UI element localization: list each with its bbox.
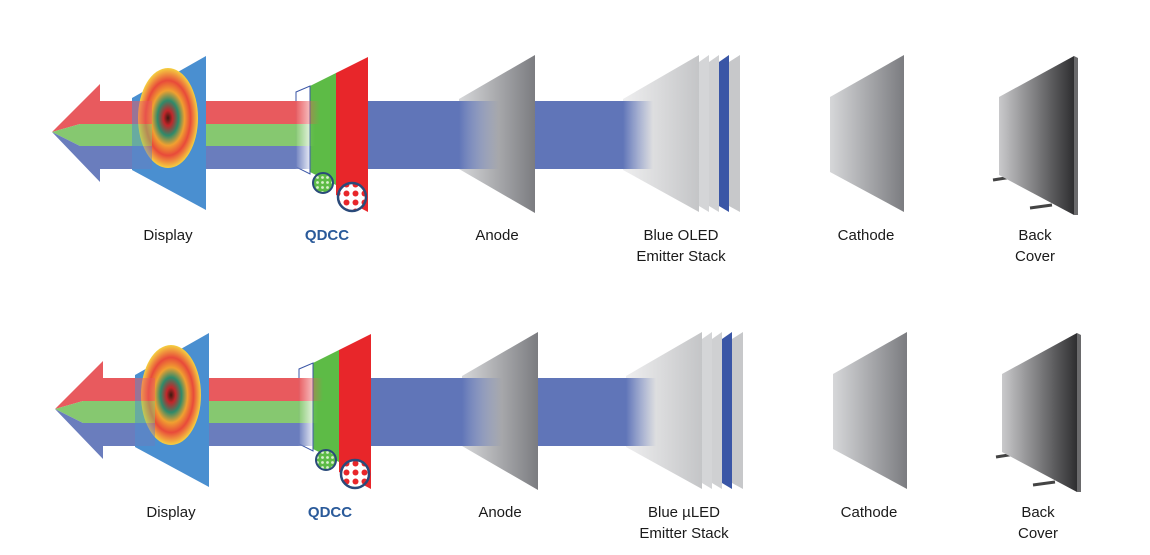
green-quantum-dot-icon bbox=[315, 449, 337, 471]
blue-beam bbox=[535, 101, 623, 169]
red-beam bbox=[208, 378, 298, 401]
red-beam-overlay bbox=[135, 378, 155, 401]
green-beam bbox=[208, 401, 298, 423]
emitter-plate-front bbox=[623, 55, 699, 212]
emitter-plate-front bbox=[626, 332, 702, 489]
blue-beam bbox=[208, 423, 298, 446]
red-quantum-dot-icon bbox=[336, 181, 368, 213]
anode-label: Anode bbox=[478, 504, 522, 521]
cathode-label: Cathode bbox=[837, 227, 895, 244]
display-label: Display bbox=[143, 227, 193, 244]
blue-output-arrow bbox=[52, 132, 135, 182]
emitter-plate bbox=[729, 55, 740, 212]
green-quantum-dot-icon bbox=[312, 172, 334, 194]
blue-beam bbox=[205, 146, 295, 169]
red-output-arrow bbox=[52, 84, 135, 132]
qdcc-label: QDCC bbox=[304, 227, 350, 244]
balloon-image bbox=[141, 345, 201, 445]
display-label: Display bbox=[146, 504, 196, 521]
emitter-blue-layer bbox=[719, 55, 729, 212]
qdcc-red-layer bbox=[336, 57, 368, 212]
emitter-label: Blue OLED Emitter Stack bbox=[636, 227, 726, 265]
emitter-plate bbox=[712, 332, 722, 489]
blue-beam bbox=[368, 378, 463, 446]
back-cover-edge bbox=[1077, 333, 1081, 492]
blue-output-arrow bbox=[55, 409, 138, 459]
anode-beam-overlay bbox=[459, 101, 499, 169]
qdcc-label: QDCC bbox=[307, 504, 353, 521]
green-beam-fade bbox=[298, 401, 318, 423]
blue-beam bbox=[538, 378, 626, 446]
emitter-plate bbox=[709, 55, 719, 212]
blue-beam-overlay bbox=[132, 146, 152, 169]
anode-label: Anode bbox=[475, 227, 519, 244]
red-beam-fade bbox=[295, 101, 320, 124]
green-output-arrow bbox=[52, 124, 135, 146]
anode-beam-overlay bbox=[462, 378, 502, 446]
cathode-plate bbox=[830, 55, 904, 212]
emitter-plate bbox=[732, 332, 743, 489]
tv-stand-leg bbox=[1029, 203, 1053, 210]
red-beam-overlay bbox=[132, 101, 152, 124]
back-cover-panel bbox=[1002, 333, 1077, 492]
green-output-arrow bbox=[55, 401, 138, 423]
blue-beam-overlay bbox=[135, 423, 155, 446]
qdcc-red-layer bbox=[339, 334, 371, 489]
emitter-label: Blue µLED Emitter Stack bbox=[639, 504, 729, 542]
red-quantum-dot-icon bbox=[339, 458, 371, 490]
blue-beam-fade bbox=[298, 423, 316, 446]
emitter-plate bbox=[702, 332, 712, 489]
back-label: Back Cover bbox=[1017, 504, 1059, 542]
emitter-plate bbox=[699, 55, 709, 212]
back-cover-panel bbox=[999, 56, 1074, 215]
balloon-image bbox=[138, 68, 198, 168]
green-beam-overlay bbox=[135, 401, 155, 423]
back-cover-edge bbox=[1074, 56, 1078, 215]
red-beam bbox=[205, 101, 295, 124]
cathode-plate bbox=[833, 332, 907, 489]
red-beam-fade bbox=[298, 378, 323, 401]
red-output-arrow bbox=[55, 361, 138, 409]
blue-beam bbox=[365, 101, 460, 169]
emitter-blue-layer bbox=[722, 332, 732, 489]
tv-stand-leg bbox=[1032, 480, 1056, 487]
green-beam-fade bbox=[295, 124, 315, 146]
back-label: Back Cover bbox=[1014, 227, 1056, 265]
green-beam bbox=[205, 124, 295, 146]
emitter-beam-overlay bbox=[623, 101, 653, 169]
emitter-beam-overlay bbox=[626, 378, 656, 446]
green-beam-overlay bbox=[132, 124, 152, 146]
blue-beam-fade bbox=[295, 146, 313, 169]
cathode-label: Cathode bbox=[840, 504, 898, 521]
